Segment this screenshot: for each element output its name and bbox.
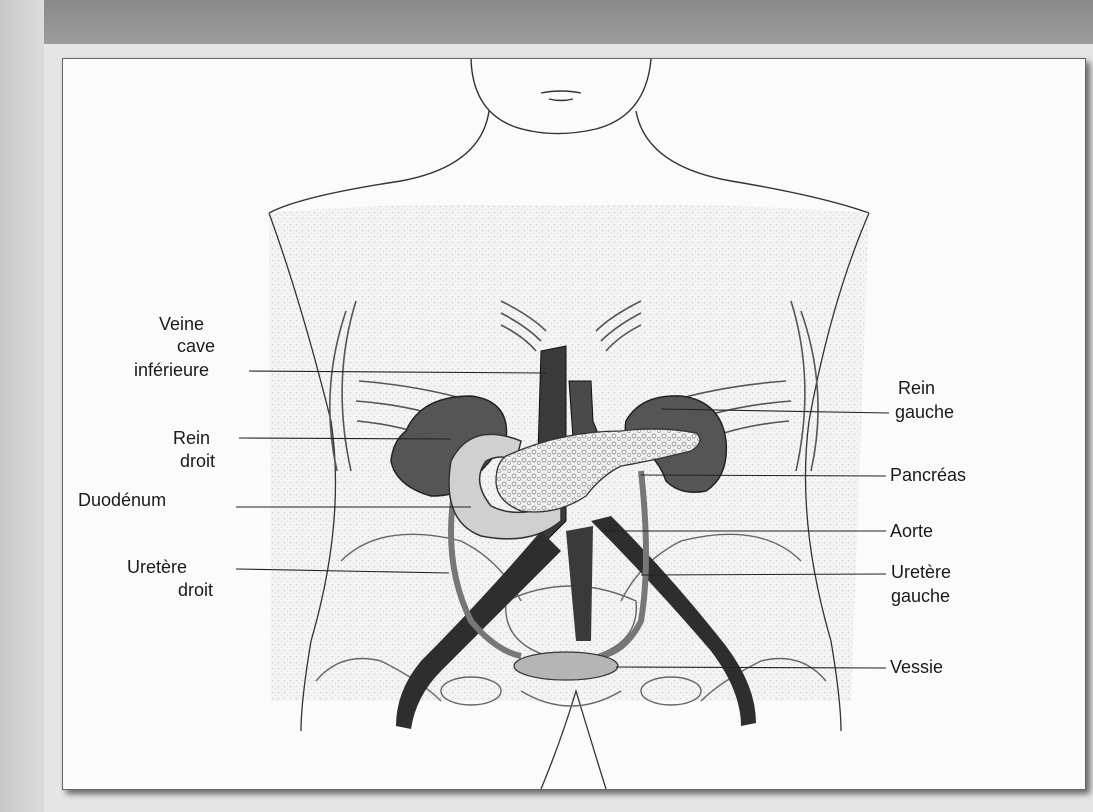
label-rein-gauche-1: Rein (898, 378, 935, 398)
bladder-shape (514, 652, 618, 680)
label-duodenum: Duodénum (78, 490, 166, 510)
label-uretere-gauche-2: gauche (891, 586, 950, 606)
frame-left-border (0, 0, 44, 812)
label-aorte: Aorte (890, 521, 933, 541)
label-uretere-droit-1: Uretère (127, 557, 187, 577)
label-vessie: Vessie (890, 657, 943, 677)
label-uretere-gauche-1: Uretère (891, 562, 951, 582)
body-outline (269, 59, 869, 213)
label-pancreas: Pancréas (890, 465, 966, 485)
label-veine-cave-2: cave (177, 336, 215, 356)
label-rein-droit-1: Rein (173, 428, 210, 448)
anatomy-diagram: Veine cave inférieure Rein droit Duodénu… (63, 59, 1085, 789)
label-veine-cave-1: Veine (159, 314, 204, 334)
label-rein-gauche-2: gauche (895, 402, 954, 422)
diagram-paper: Veine cave inférieure Rein droit Duodénu… (62, 58, 1086, 790)
frame-top-border (0, 0, 1093, 44)
label-rein-droit-2: droit (180, 451, 215, 471)
label-uretere-droit-2: droit (178, 580, 213, 600)
label-veine-cave-3: inférieure (134, 360, 209, 380)
